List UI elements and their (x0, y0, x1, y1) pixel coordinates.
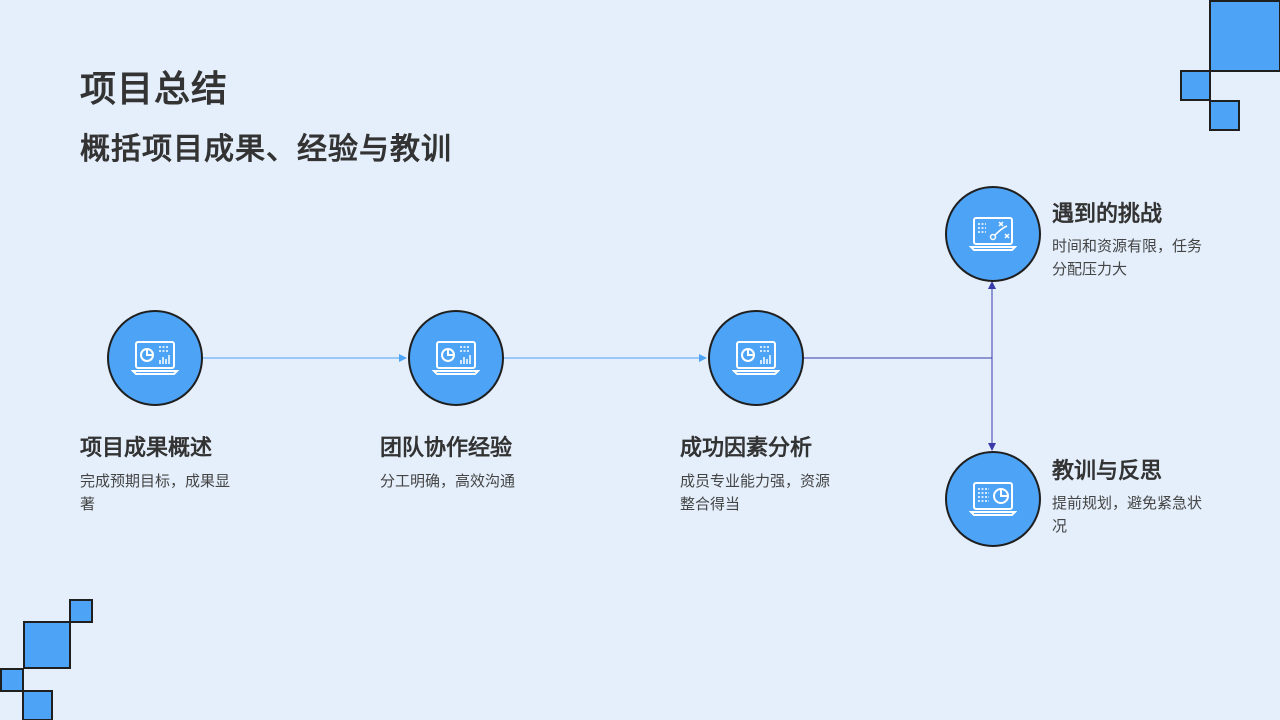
decor-square (1180, 70, 1211, 101)
decor-square (1209, 0, 1280, 72)
page-title: 项目总结 (80, 69, 229, 110)
step-title-1: 项目成果概述 (80, 436, 213, 461)
decor-square (23, 621, 71, 669)
dashboard-icon (131, 341, 179, 375)
branch-desc-challenge: 时间和资源有限，任务分配压力大 (1052, 237, 1203, 278)
step-title-3: 成功因素分析 (680, 436, 813, 461)
step-desc-2: 分工明确，高效沟通 (380, 472, 516, 490)
branch-node-lessons (945, 451, 1041, 547)
dashboard-icon (432, 341, 480, 375)
decor-square (22, 690, 53, 720)
decor-square (0, 668, 24, 692)
step-desc-1: 完成预期目标，成果显著 (80, 472, 231, 513)
page-subtitle: 概括项目成果、经验与教训 (80, 132, 452, 167)
branch-title-lessons: 教训与反思 (1052, 459, 1163, 484)
strategy-board-icon (969, 217, 1017, 251)
step-node-2 (408, 310, 504, 406)
decor-square (1209, 100, 1240, 131)
branch-title-challenge: 遇到的挑战 (1052, 202, 1163, 227)
step-title-2: 团队协作经验 (380, 436, 513, 461)
decor-square (69, 599, 93, 623)
dashboard-icon (732, 341, 780, 375)
step-node-1 (107, 310, 203, 406)
report-icon (969, 482, 1017, 516)
step-desc-3: 成员专业能力强，资源整合得当 (680, 472, 831, 513)
branch-node-challenge (945, 186, 1041, 282)
step-node-3 (708, 310, 804, 406)
branch-desc-lessons: 提前规划，避免紧急状况 (1052, 494, 1203, 535)
